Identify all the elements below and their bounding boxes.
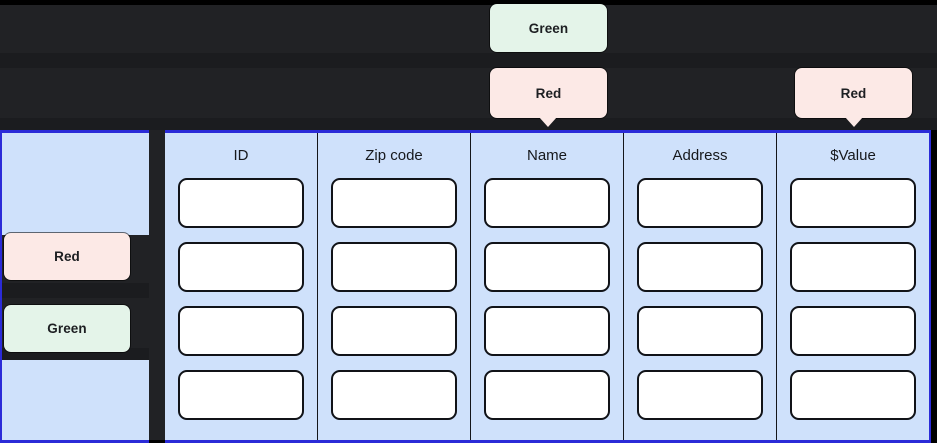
left-tooltip-red[interactable]: Red: [4, 233, 130, 280]
left-tooltip-green[interactable]: Green: [4, 305, 130, 352]
tooltip-label: Green: [528, 20, 569, 36]
column-cells: [165, 178, 317, 420]
tooltip-green-top[interactable]: Green: [490, 4, 607, 52]
backdrop-row-2: [0, 68, 937, 118]
left-dark-gap-1: [2, 283, 151, 298]
column-cells: [318, 178, 470, 420]
input-address-4[interactable]: [637, 370, 763, 420]
column-header: Zip code: [365, 147, 423, 164]
column-cells: [624, 178, 776, 420]
column-header: ID: [233, 147, 249, 164]
column-cells: [777, 178, 929, 420]
column-header: Name: [526, 147, 567, 164]
column-value: $Value: [777, 133, 929, 440]
backdrop-gap-1: [0, 53, 937, 68]
input-zip-4[interactable]: [331, 370, 457, 420]
column-name: Name: [471, 133, 624, 440]
tooltip-red-center[interactable]: Red: [490, 68, 607, 118]
input-id-3[interactable]: [178, 306, 304, 356]
backdrop-row-1: [0, 5, 937, 53]
input-value-1[interactable]: [790, 178, 916, 228]
table-columns: ID Zip code Name: [165, 130, 931, 443]
tooltip-label: Red: [535, 85, 562, 101]
input-name-4[interactable]: [484, 370, 610, 420]
input-value-2[interactable]: [790, 242, 916, 292]
tooltip-label: Green: [47, 321, 87, 336]
input-zip-1[interactable]: [331, 178, 457, 228]
tooltip-label: Red: [840, 85, 867, 101]
input-id-2[interactable]: [178, 242, 304, 292]
vertical-divider-strip: [149, 130, 165, 440]
input-zip-2[interactable]: [331, 242, 457, 292]
backdrop-gap-2: [0, 118, 937, 130]
input-id-4[interactable]: [178, 370, 304, 420]
input-id-1[interactable]: [178, 178, 304, 228]
column-header: Address: [672, 147, 728, 164]
input-name-2[interactable]: [484, 242, 610, 292]
column-cells: [471, 178, 623, 420]
input-address-3[interactable]: [637, 306, 763, 356]
column-header: $Value: [830, 147, 876, 164]
input-value-4[interactable]: [790, 370, 916, 420]
tooltip-label: Red: [54, 249, 80, 264]
column-address: Address: [624, 133, 777, 440]
tooltip-red-center-arrow-icon: [539, 117, 557, 127]
column-zip-code: Zip code: [318, 133, 471, 440]
input-address-2[interactable]: [637, 242, 763, 292]
input-value-3[interactable]: [790, 306, 916, 356]
form-panel: Red Green ID Zip code: [0, 130, 937, 443]
tooltip-red-right[interactable]: Red: [795, 68, 912, 118]
input-name-1[interactable]: [484, 178, 610, 228]
tooltip-red-right-arrow-icon: [845, 117, 863, 127]
input-name-3[interactable]: [484, 306, 610, 356]
column-id: ID: [165, 133, 318, 440]
input-address-1[interactable]: [637, 178, 763, 228]
left-pane: Red Green: [0, 130, 151, 443]
input-zip-3[interactable]: [331, 306, 457, 356]
